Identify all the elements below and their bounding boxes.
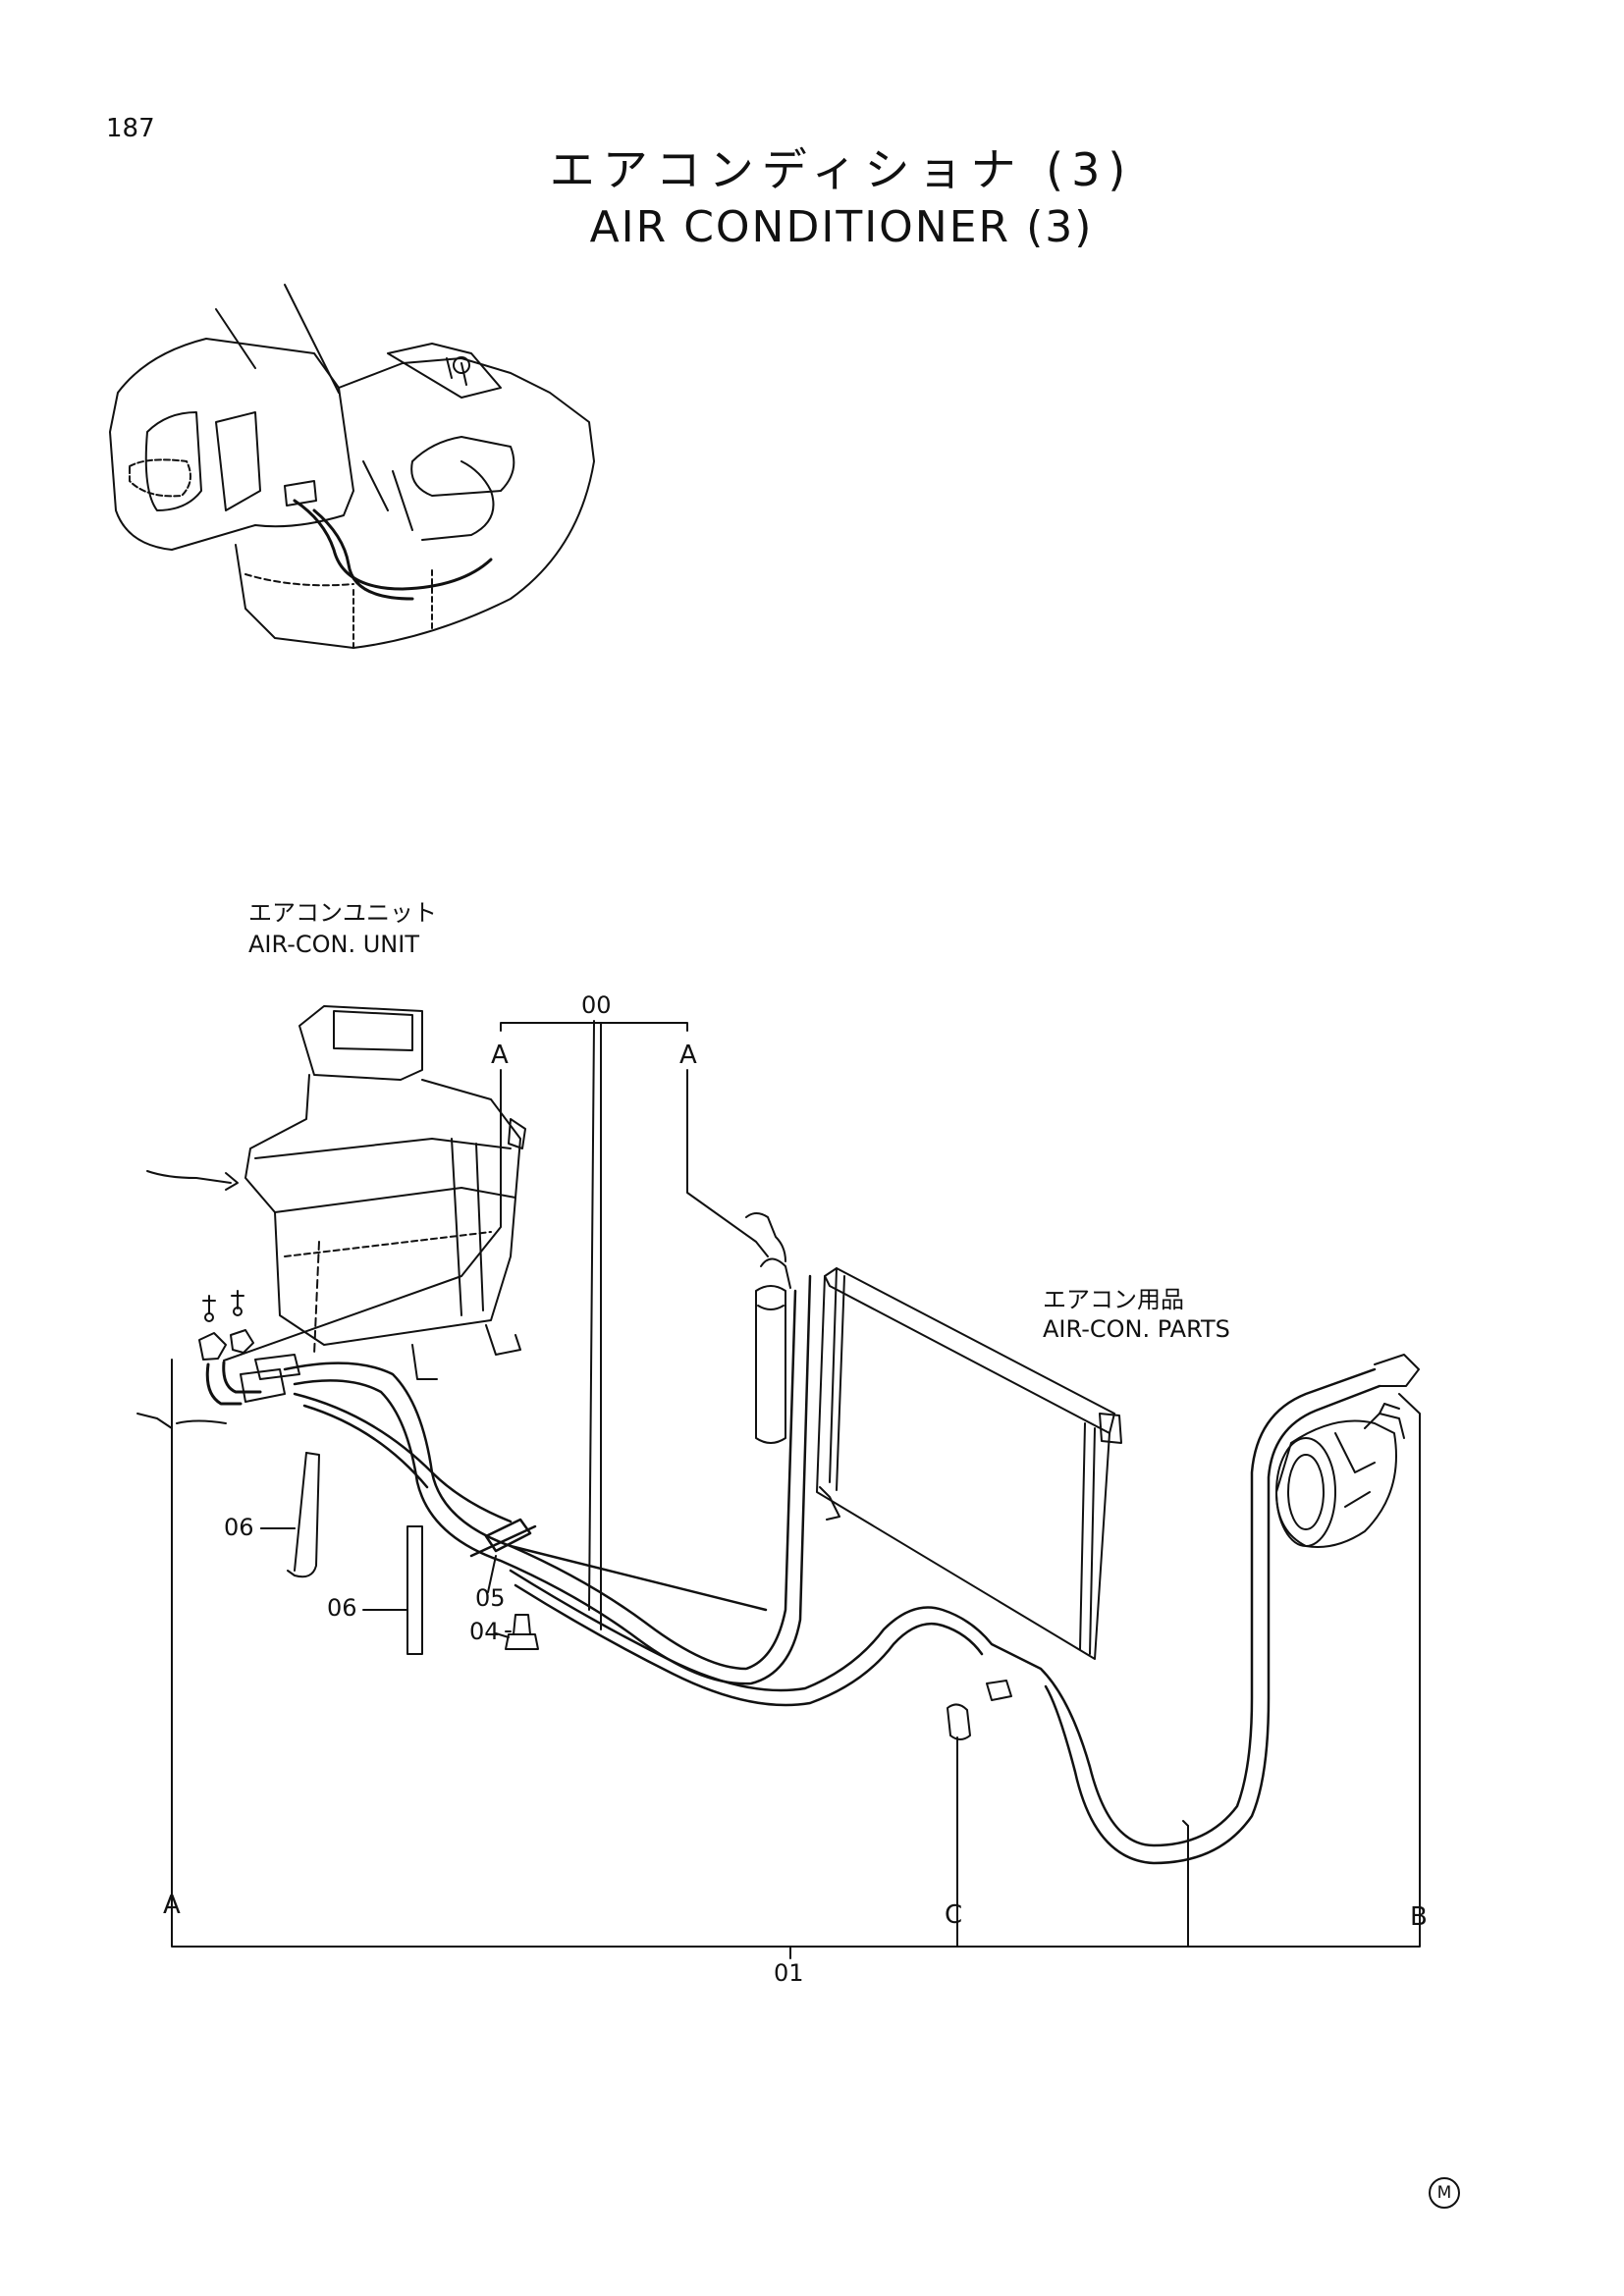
part-label-05: 05 xyxy=(475,1584,506,1612)
drain-hoses-06 xyxy=(260,1452,423,1655)
caption-unit-jp: エアコンユニット xyxy=(248,899,437,927)
registered-mark: M xyxy=(1429,2177,1460,2209)
bolt-04 xyxy=(495,1614,539,1650)
connector-letter-a-top-right: A xyxy=(679,1041,697,1070)
page-number: 187 xyxy=(106,114,155,143)
receiver-drier xyxy=(745,1212,791,1444)
leader-00-drop xyxy=(588,1022,595,1611)
unit-fittings xyxy=(198,1329,300,1406)
bracket-group-01 xyxy=(171,1359,1421,1948)
small-screws xyxy=(202,1290,244,1322)
caption-unit-en: AIR-CON. UNIT xyxy=(248,931,419,958)
aircon-unit-illustration xyxy=(136,1005,526,1429)
part-label-06-lower: 06 xyxy=(327,1594,357,1622)
cap-c xyxy=(947,1680,1012,1896)
part-label-00: 00 xyxy=(581,991,612,1019)
caption-parts-en: AIR-CON. PARTS xyxy=(1043,1315,1230,1343)
leader-a-top-right xyxy=(686,1069,769,1257)
caption-parts-jp: エアコン用品 xyxy=(1043,1286,1184,1313)
leader-a-top-left xyxy=(223,1069,502,1362)
title-english: AIR CONDITIONER (3) xyxy=(589,202,1094,252)
compressor xyxy=(1275,1354,1420,1548)
connector-letter-a-top-left: A xyxy=(491,1041,509,1070)
part-label-06-upper: 06 xyxy=(224,1514,254,1541)
condenser xyxy=(816,1267,1122,1660)
title-japanese: エアコンディショナ (3) xyxy=(549,143,1134,196)
part-label-04: 04 xyxy=(469,1618,500,1645)
part-label-01: 01 xyxy=(774,1959,804,1987)
excavator-overview-illustration xyxy=(109,284,595,649)
hose-set xyxy=(283,1274,1381,1865)
connector-letter-b-bottom: B xyxy=(1410,1902,1428,1932)
